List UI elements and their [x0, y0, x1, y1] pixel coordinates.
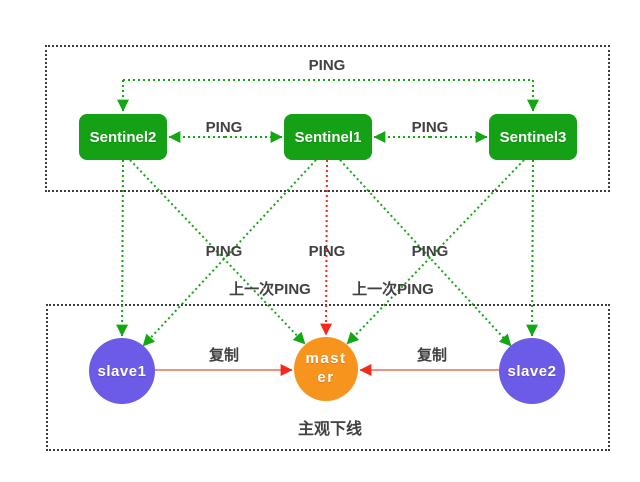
node-sentinel3: Sentinel3	[489, 114, 577, 160]
node-sentinel2-label: Sentinel2	[89, 128, 157, 146]
node-sentinel2: Sentinel2	[79, 114, 167, 160]
label-ping-column-center: PING	[308, 243, 346, 260]
label-ping-column-left: PING	[205, 243, 243, 260]
node-slave2-label: slave2	[507, 362, 557, 380]
edge-lastping-s1-master	[320, 159, 333, 336]
edge-ping-s2-master	[129, 159, 306, 345]
label-replication-left: 复制	[208, 347, 240, 364]
node-slave2: slave2	[499, 338, 565, 404]
label-last-ping-right: 上一次PING	[352, 281, 434, 298]
node-slave1: slave1	[89, 338, 155, 404]
label-ping-top: PING	[308, 57, 346, 74]
label-ping-s2-s1: PING	[205, 119, 243, 136]
edge-ping-s2-slave1	[116, 159, 129, 337]
label-last-ping-left: 上一次PING	[229, 281, 311, 298]
label-ping-s1-s3: PING	[411, 119, 449, 136]
edge-ping-s1-slave2	[339, 159, 512, 347]
edge-ping-s1-slave1	[142, 159, 317, 347]
label-subjective-down-status: 主观下线	[297, 421, 363, 438]
node-slave1-label: slave1	[97, 362, 147, 380]
node-master-label: master	[305, 350, 347, 386]
edge-ping-s3-slave2	[526, 159, 539, 337]
node-sentinel3-label: Sentinel3	[499, 128, 567, 146]
node-sentinel1-label: Sentinel1	[294, 128, 362, 146]
node-sentinel1: Sentinel1	[284, 114, 372, 160]
node-master: master	[294, 337, 358, 401]
label-replication-right: 复制	[416, 347, 448, 364]
label-ping-column-right: PING	[411, 243, 449, 260]
redis-group-border	[46, 304, 610, 451]
